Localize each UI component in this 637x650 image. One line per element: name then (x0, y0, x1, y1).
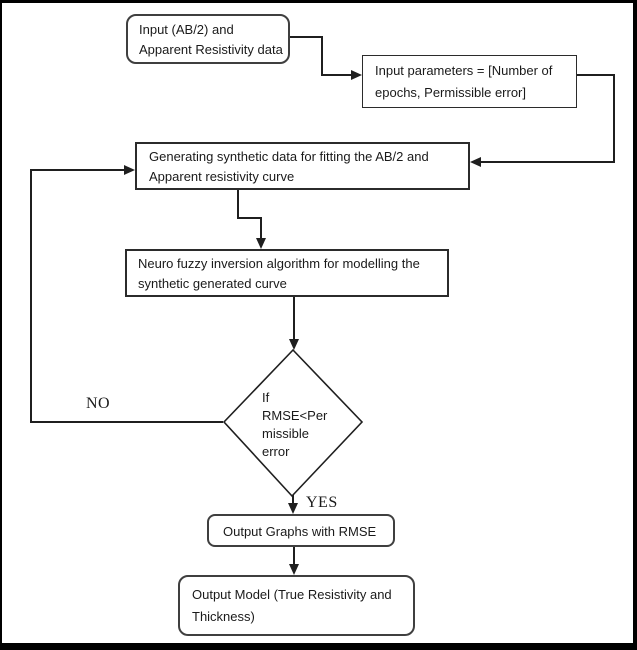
connector-graphs-model-v (293, 547, 295, 566)
connector-no-loop-v (30, 169, 32, 423)
arrowhead-into-output-model (289, 564, 299, 575)
connector-no-loop-h2 (30, 169, 125, 171)
arrowhead-into-output-graphs (288, 503, 298, 514)
arrowhead-into-generate-left (124, 165, 135, 175)
connector-params-generate-v (613, 74, 615, 163)
node-neuro-fuzzy-line2: synthetic generated curve (138, 276, 287, 291)
connector-neuro-decision-v (293, 297, 295, 340)
decision-line3: missible (262, 426, 309, 441)
decision-line4: error (262, 444, 290, 459)
connector-no-loop-h1 (30, 421, 223, 423)
frame-border-right (633, 0, 637, 650)
node-input-data-line2: Apparent Resistivity data (139, 42, 283, 57)
connector-params-generate-h2 (480, 161, 615, 163)
node-generate-synthetic-line1: Generating synthetic data for fitting th… (149, 149, 429, 164)
frame-border-bottom (0, 643, 637, 650)
connector-generate-neuro-h (237, 217, 262, 219)
connector-params-generate-h1 (577, 74, 615, 76)
node-input-data: Input (AB/2) and Apparent Resistivity da… (126, 14, 290, 64)
arrowhead-into-input-params (351, 70, 362, 80)
decision-diamond-text: If RMSE<Per missible error (262, 389, 327, 461)
node-input-parameters-line1: Input parameters = [Number of (375, 63, 553, 78)
node-output-model-line2: Thickness) (192, 609, 255, 624)
node-output-graphs-line1: Output Graphs with RMSE (223, 524, 377, 539)
branch-label-no: NO (86, 395, 111, 412)
node-input-parameters-line2: epochs, Permissible error] (375, 85, 526, 100)
connector-generate-neuro-v2 (260, 217, 262, 239)
arrowhead-into-generate-right (470, 157, 481, 167)
arrowhead-into-decision (289, 339, 299, 350)
node-input-parameters: Input parameters = [Number of epochs, Pe… (362, 55, 577, 108)
node-output-model-line1: Output Model (True Resistivity and (192, 587, 392, 602)
arrowhead-into-neuro (256, 238, 266, 249)
branch-label-yes: YES (306, 494, 338, 511)
node-neuro-fuzzy-inversion: Neuro fuzzy inversion algorithm for mode… (125, 249, 449, 297)
node-generate-synthetic-line2: Apparent resistivity curve (149, 169, 295, 184)
node-generate-synthetic-data: Generating synthetic data for fitting th… (135, 142, 470, 190)
frame-border-left (0, 0, 2, 650)
node-output-graphs: Output Graphs with RMSE (207, 514, 395, 547)
node-input-data-line1: Input (AB/2) and (139, 22, 234, 37)
connector-inputdata-params-h1 (290, 36, 323, 38)
decision-line2: RMSE<Per (262, 408, 328, 423)
node-neuro-fuzzy-line1: Neuro fuzzy inversion algorithm for mode… (138, 256, 420, 271)
frame-border-top (0, 0, 637, 3)
decision-line1: If (262, 390, 270, 405)
connector-inputdata-params-v (321, 36, 323, 76)
connector-generate-neuro-v1 (237, 190, 239, 219)
connector-inputdata-params-h2 (321, 74, 352, 76)
connector-yes-v (292, 495, 294, 505)
node-output-model: Output Model (True Resistivity and Thick… (178, 575, 415, 636)
